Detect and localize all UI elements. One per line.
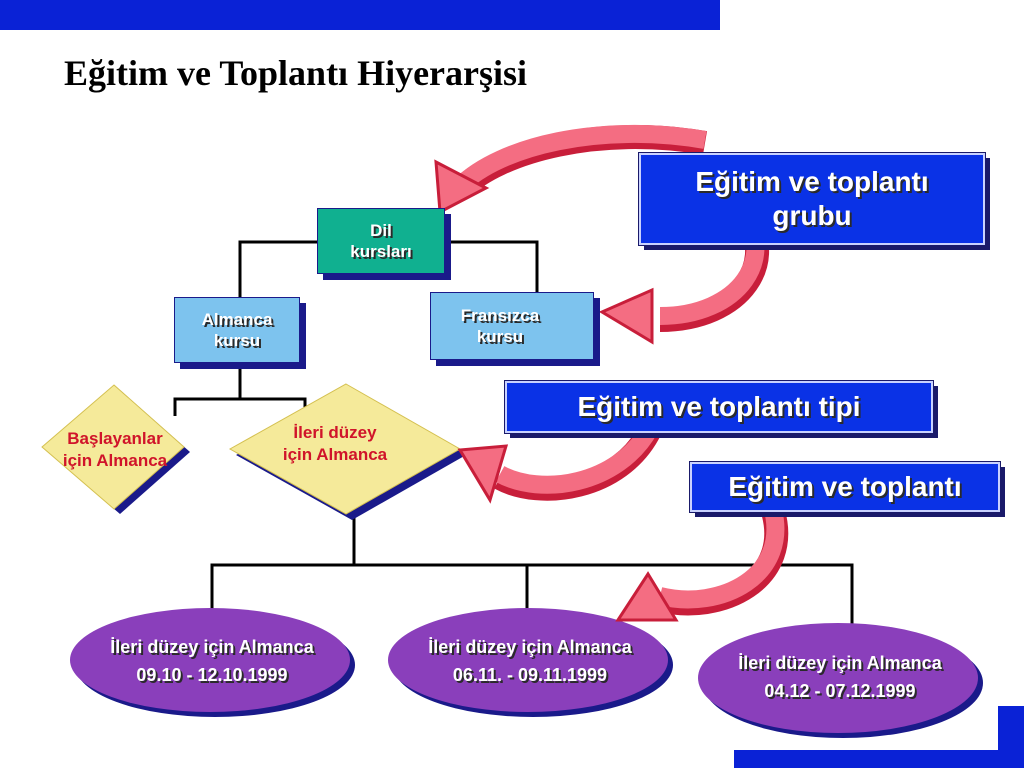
arrow-group-to-dil bbox=[453, 124, 707, 193]
event-2-dates: 06.11. - 09.11.1999 bbox=[452, 664, 608, 685]
label-egitim-toplanti: Eğitim ve toplantı bbox=[689, 461, 1001, 513]
connector-events bbox=[210, 563, 854, 628]
connector-dil-fransizca bbox=[445, 240, 539, 292]
node-dil-line1: Dil bbox=[370, 220, 392, 240]
event-1-label: İleri düzey için Almanca 09.10 - 12.10.1… bbox=[72, 634, 352, 690]
event-1-dates: 09.10 - 12.10.1999 bbox=[136, 664, 288, 685]
ellipse-event-2 bbox=[388, 608, 668, 712]
top-accent-bar bbox=[0, 0, 720, 30]
page-title: Eğitim ve Toplantı Hiyerarşisi bbox=[64, 53, 528, 93]
diamond-ileri-line1: İleri düzey bbox=[293, 423, 377, 442]
arrow-head-ileri bbox=[457, 444, 509, 504]
event-2-title: İleri düzey için Almanca bbox=[428, 637, 632, 657]
event-3-label: İleri düzey için Almanca 04.12 - 07.12.1… bbox=[700, 650, 980, 706]
connector-dil-almanca bbox=[238, 240, 317, 297]
event-2-label: İleri düzey için Almanca 06.11. - 09.11.… bbox=[390, 634, 670, 690]
connector-lines bbox=[173, 240, 854, 628]
label-egitim-grubu: Eğitim ve toplantı grubu bbox=[638, 152, 986, 246]
node-almanca-line1: Almanca bbox=[201, 309, 273, 329]
event-3-title: İleri düzey için Almanca bbox=[738, 653, 942, 673]
arrow-head-fransizca bbox=[598, 287, 654, 345]
diamond-ileri-line2: için Almanca bbox=[282, 445, 388, 465]
diamond-baslayanlar-line1: Başlayanlar bbox=[67, 429, 163, 448]
label-egitim-tipi: Eğitim ve toplantı tipi bbox=[504, 380, 934, 434]
node-fransizca-line2: kursu bbox=[476, 327, 524, 346]
node-fransizca-kursu: Fransızca kursu bbox=[430, 292, 594, 360]
corner-accent-horizontal bbox=[734, 750, 1024, 768]
node-dil-line2: kursları bbox=[350, 242, 412, 261]
ellipse-event-3 bbox=[698, 623, 978, 733]
arrow-type-to-ileri bbox=[495, 423, 658, 494]
ellipse-event-1 bbox=[70, 608, 350, 712]
arrow-event-to-ellipse bbox=[657, 503, 785, 609]
label-group-line1: Eğitim ve toplantı bbox=[695, 166, 929, 198]
label-group-line2: grubu bbox=[772, 200, 852, 231]
event-1-title: İleri düzey için Almanca bbox=[110, 637, 314, 657]
event-3-dates: 04.12 - 07.12.1999 bbox=[764, 680, 916, 701]
diamond-ileri-duzey bbox=[228, 383, 462, 515]
connector-almanca-levels bbox=[173, 397, 307, 416]
diamond-ileri-label: İleri düzey için Almanca bbox=[250, 422, 420, 466]
arrow-head-event bbox=[615, 571, 679, 622]
arrow-head-dil bbox=[434, 159, 490, 215]
node-almanca-kursu: Almanca kursu bbox=[174, 297, 300, 363]
node-dil-kurslari: Dil kursları bbox=[317, 208, 445, 274]
node-fransizca-line1: Fransızca bbox=[460, 305, 540, 325]
diamond-baslayanlar-line2: için Almanca bbox=[62, 451, 168, 471]
node-almanca-line2: kursu bbox=[213, 331, 261, 350]
diamond-baslayanlar bbox=[41, 384, 185, 510]
diamond-baslayanlar-label: Başlayanlar için Almanca bbox=[40, 428, 190, 472]
